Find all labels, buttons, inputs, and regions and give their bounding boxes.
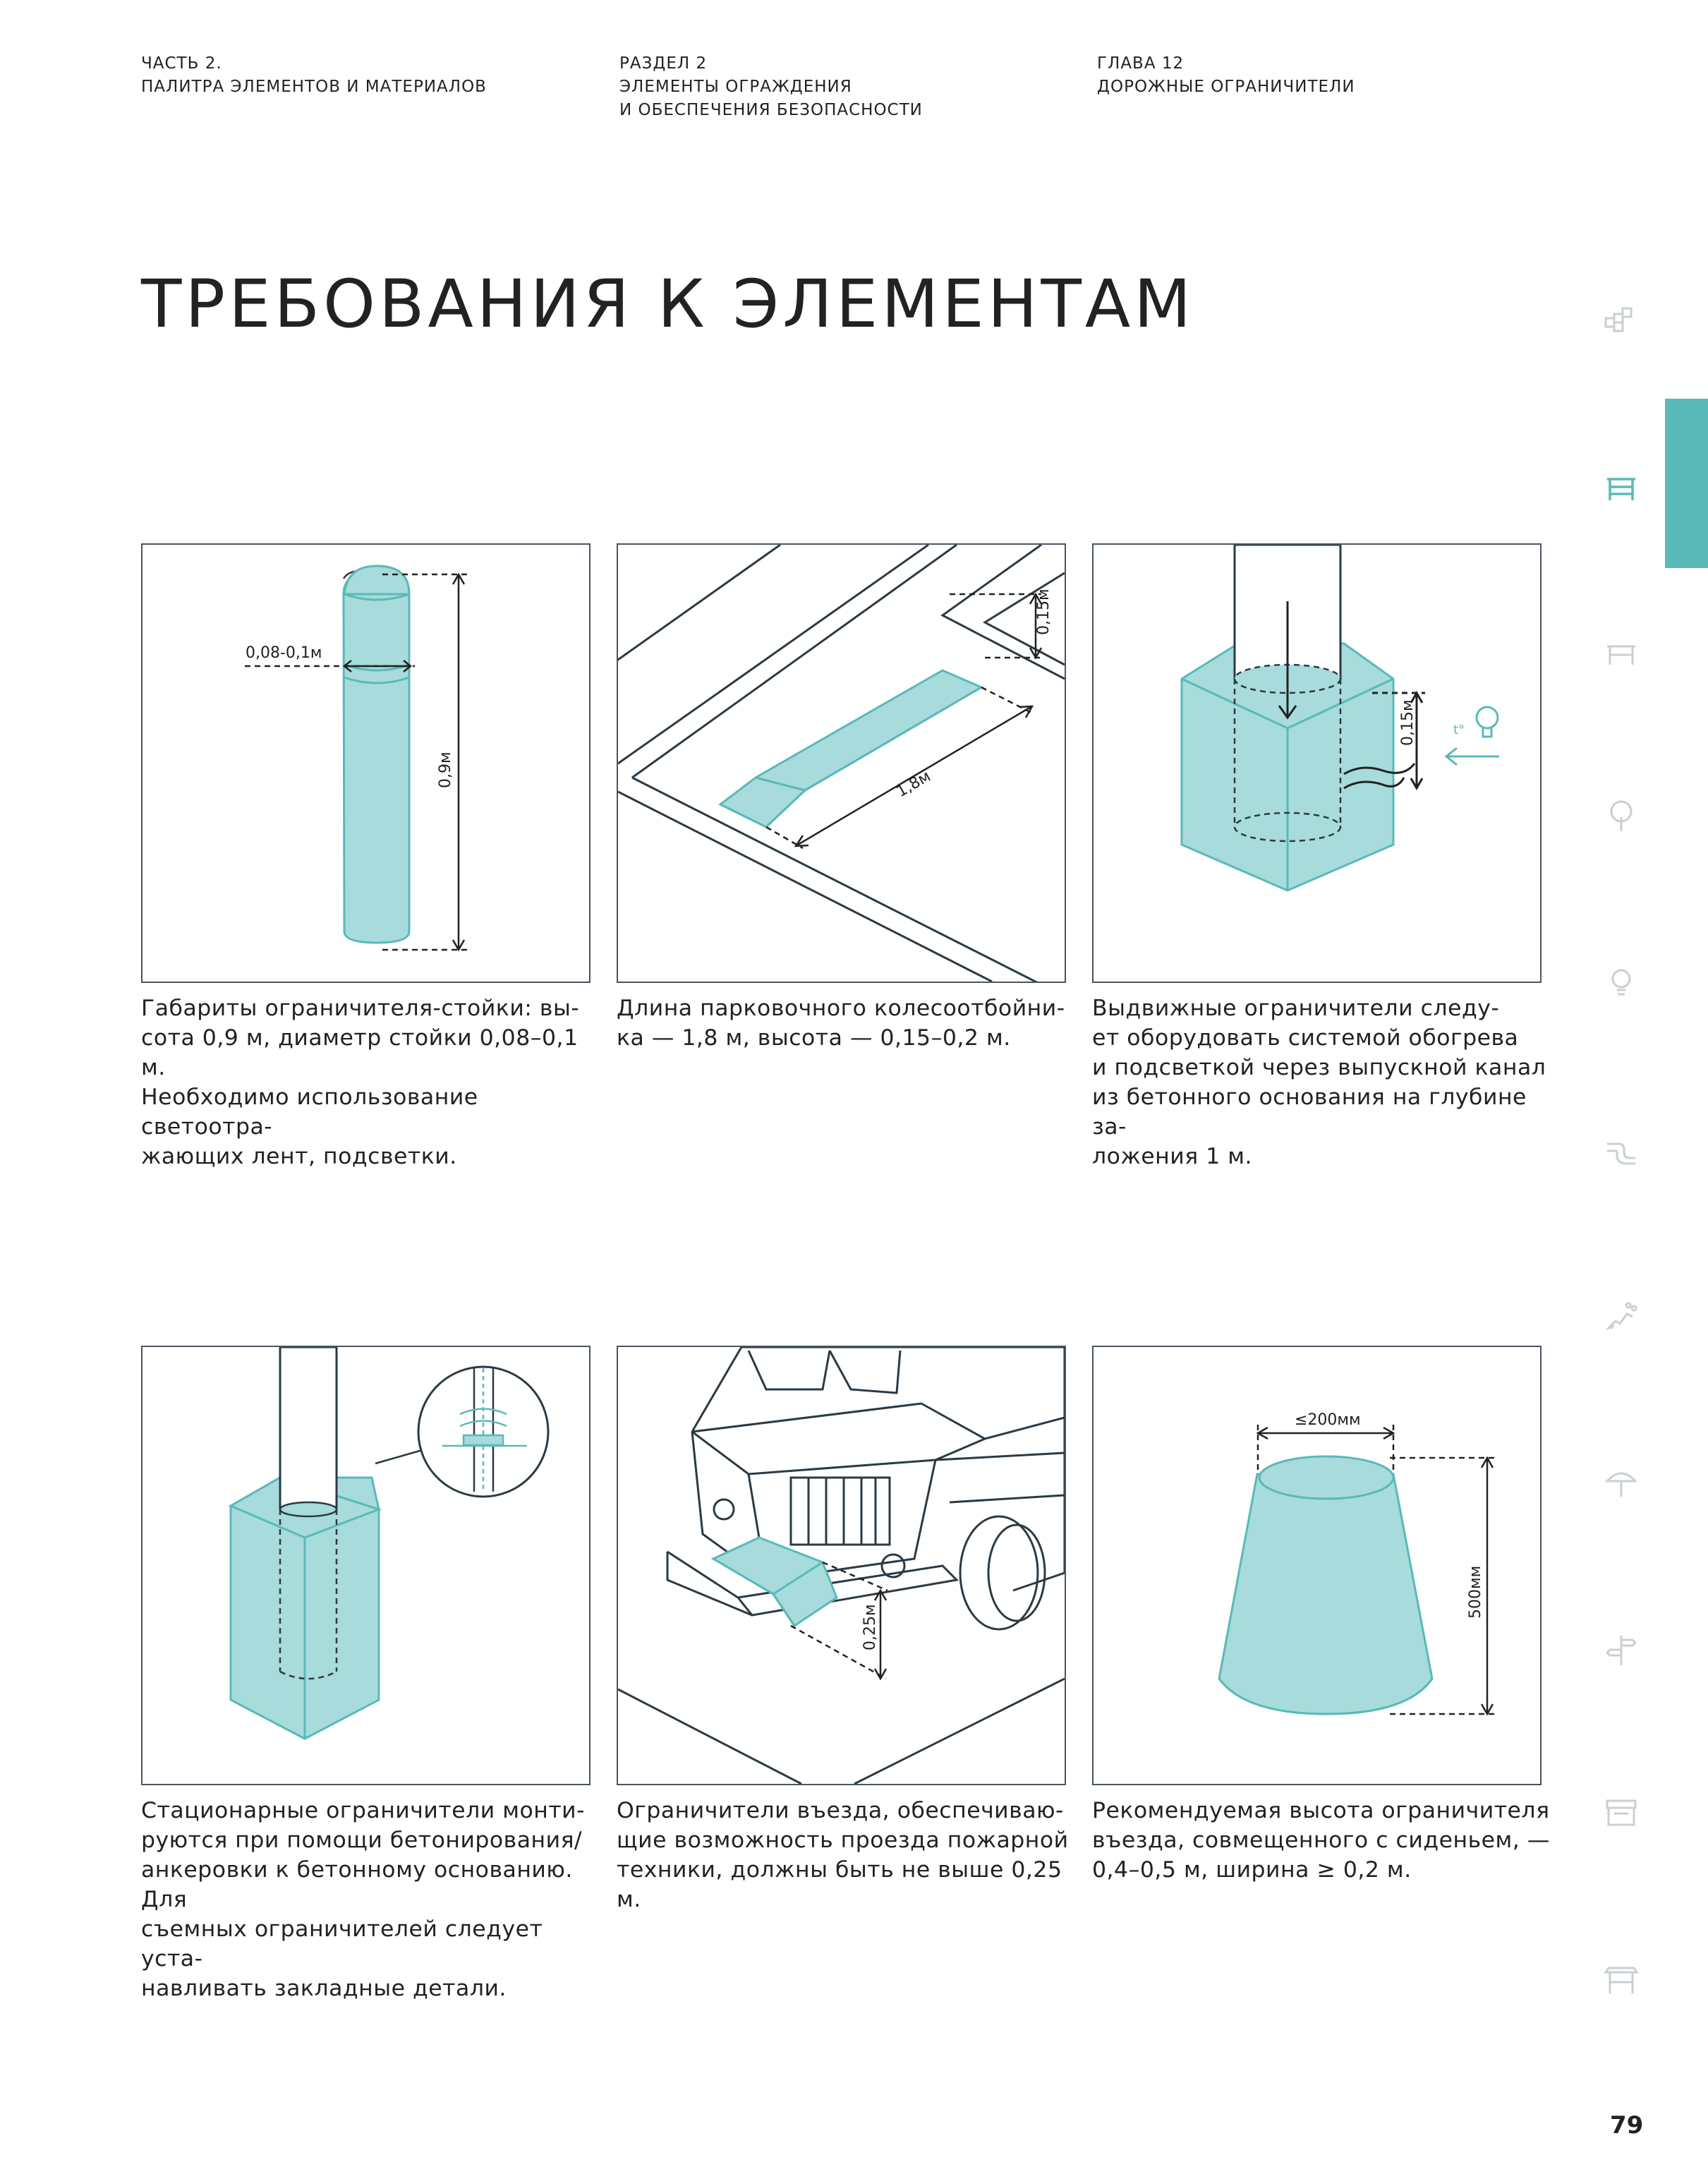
signpost-icon[interactable] [1601, 1630, 1641, 1670]
panel-stationary [141, 1346, 590, 1785]
header-part-label: ЧАСТЬ 2. [141, 54, 222, 73]
dim-depth-label: 0,15м [1399, 699, 1417, 746]
panel-entry-barrier: 0,25м [617, 1346, 1066, 1785]
kiosk-icon[interactable] [1601, 1792, 1641, 1832]
section-tab-marker [1665, 399, 1708, 568]
header-section-label: РАЗДЕЛ 2 [619, 54, 708, 73]
panel-retractable: 0,15м t° [1092, 543, 1542, 983]
caption-retractable: Выдвижные ограничители следу- ет оборудо… [1092, 996, 1546, 1169]
umbrella-icon[interactable] [1601, 1463, 1641, 1502]
header-chapter-title: ДОРОЖНЫЕ ОГРАНИЧИТЕЛИ [1097, 78, 1355, 96]
temperature-label: t° [1453, 723, 1465, 737]
panel-seat-barrier: ≤200мм 500мм [1092, 1346, 1542, 1785]
header-section-title-line2: И ОБЕСПЕЧЕНИЯ БЕЗОПАСНОСТИ [619, 101, 923, 119]
dim-barrier-height-label: 0,25м [861, 1604, 879, 1650]
pipe-icon[interactable] [1601, 1131, 1641, 1171]
panel-wheel-stop: 0,15м 1,8м [617, 543, 1066, 983]
panel-bollard: 0,08-0,1м 0,9м [141, 543, 590, 983]
page-number: 79 [1610, 2111, 1644, 2139]
lamp-icon[interactable] [1601, 963, 1641, 1003]
caption-seat-barrier: Рекомендуемая высота ограничителя въезда… [1092, 1798, 1550, 1883]
caption-wheel-stop: Длина парковочного колесоотбойни- ка — 1… [617, 996, 1065, 1051]
dim-seat-width-label: ≤200мм [1295, 1411, 1361, 1429]
caption-stationary: Стационарные ограничители монти- руются … [141, 1798, 586, 2001]
dim-wheelstop-length-label: 1,8м [894, 768, 934, 801]
header-chapter: ГЛАВА 12 ДОРОЖНЫЕ ОГРАНИЧИТЕЛИ [1097, 52, 1355, 99]
dim-diameter-label: 0,08-0,1м [246, 644, 322, 662]
header-chapter-label: ГЛАВА 12 [1097, 54, 1185, 73]
header-part-title: ПАЛИТРА ЭЛЕМЕНТОВ И МАТЕРИАЛОВ [141, 78, 487, 96]
blocks-icon[interactable] [1601, 300, 1641, 339]
caption-bollard: Габариты ограничителя-стойки: вы- сота 0… [141, 996, 580, 1169]
header-section-title-line1: ЭЛЕМЕНТЫ ОГРАЖДЕНИЯ [619, 78, 852, 96]
dim-height-label: 0,9м [437, 751, 454, 788]
fence-icon[interactable] [1601, 469, 1641, 509]
page-title: ТРЕБОВАНИЯ К ЭЛЕМЕНТАМ [141, 266, 1195, 343]
header-part: ЧАСТЬ 2. ПАЛИТРА ЭЛЕМЕНТОВ И МАТЕРИАЛОВ [141, 52, 487, 99]
caption-entry-barrier: Ограничители въезда, обеспечиваю- щие во… [617, 1798, 1069, 1912]
tree-icon[interactable] [1601, 796, 1641, 835]
dim-seat-height-label: 500мм [1467, 1566, 1484, 1619]
header-section: РАЗДЕЛ 2 ЭЛЕМЕНТЫ ОГРАЖДЕНИЯ И ОБЕСПЕЧЕН… [619, 52, 923, 122]
shelter-icon[interactable] [1601, 1960, 1641, 1999]
dim-wheelstop-height-label: 0,15м [1035, 588, 1053, 635]
plants-icon[interactable] [1601, 1297, 1641, 1336]
bench-icon[interactable] [1601, 635, 1641, 675]
